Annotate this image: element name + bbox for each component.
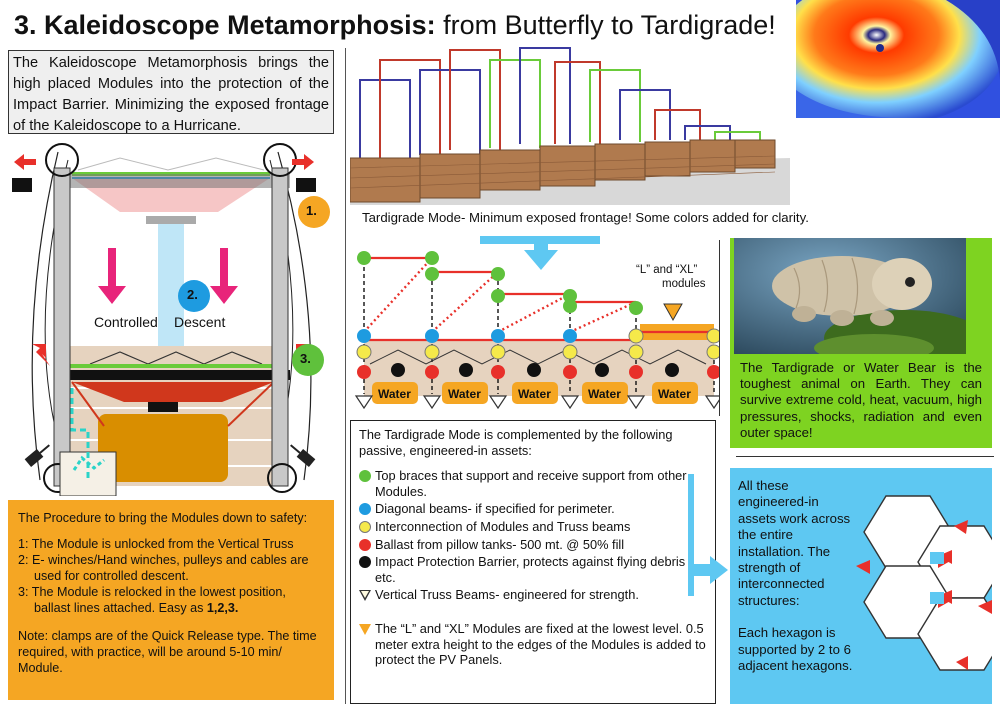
engineered-box: All these engineered-in assets work acro… xyxy=(730,468,992,704)
tardigrade-mode-caption: Tardigrade Mode- Minimum exposed frontag… xyxy=(362,210,809,225)
water-label-3: Water xyxy=(518,387,551,401)
orange-triangle-icon xyxy=(359,623,371,635)
descent-diagram: 1. 2. 3. Controlled Descent xyxy=(8,140,338,497)
hexagon-cluster xyxy=(856,495,992,671)
asset-diagonal-beams: Diagonal beams- if specified for perimet… xyxy=(359,501,707,517)
controlled-label: Controlled xyxy=(94,314,158,330)
page-title: 3. Kaleidoscope Metamorphosis: from Butt… xyxy=(14,10,776,40)
water-label-4: Water xyxy=(588,387,621,401)
descent-label: Descent xyxy=(174,314,226,330)
blue-right-arrow xyxy=(686,470,730,600)
procedure-step-3: 3: The Module is relocked in the lowest … xyxy=(18,585,286,615)
blue-dot-icon xyxy=(359,503,371,516)
thin-hline xyxy=(736,456,994,457)
truss-triangle-icon xyxy=(359,590,371,602)
green-dot-icon xyxy=(359,470,371,483)
tardigrade-photo xyxy=(730,238,992,354)
water-label-5: Water xyxy=(658,387,691,401)
red-dot-icon xyxy=(359,538,371,551)
engineered-text-1: All these engineered-in assets work acro… xyxy=(738,478,851,608)
procedure-note: Note: clamps are of the Quick Release ty… xyxy=(18,629,317,675)
l-xl-label-line1: “L” and “XL” xyxy=(636,264,698,276)
yellow-dot-icon xyxy=(359,520,371,533)
tardigrade-info: The Tardigrade or Water Bear is the toug… xyxy=(730,354,992,448)
water-label-2: Water xyxy=(448,387,481,401)
tardigrade-mode-render xyxy=(349,40,790,205)
asset-top-braces: Top braces that support and receive supp… xyxy=(359,468,707,499)
assets-intro: The Tardigrade Mode is complemented by t… xyxy=(359,427,673,458)
hurricane-image xyxy=(796,0,1000,118)
step-1-label: 1. xyxy=(306,203,317,218)
procedure-intro: The Procedure to bring the Modules down … xyxy=(18,511,308,525)
asset-interconnection: Interconnection of Modules and Truss bea… xyxy=(359,519,707,535)
engineered-text: All these engineered-in assets work acro… xyxy=(738,478,856,674)
blue-down-arrow xyxy=(480,232,600,272)
l-xl-label-line2: modules xyxy=(662,278,706,290)
asset-truss-beams: Vertical Truss Beams- engineered for str… xyxy=(359,587,707,603)
water-label-1: Water xyxy=(378,387,411,401)
vertical-divider xyxy=(345,48,346,704)
step-3-label: 3. xyxy=(300,351,311,366)
assets-box: The Tardigrade Mode is complemented by t… xyxy=(350,420,716,704)
step-2-label: 2. xyxy=(187,287,198,302)
thin-divider xyxy=(719,240,720,416)
asset-impact-barrier: Impact Protection Barrier, protects agai… xyxy=(359,554,695,585)
engineered-text-2: Each hexagon is supported by 2 to 6 adja… xyxy=(738,625,853,674)
intro-text: The Kaleidoscope Metamorphosis brings th… xyxy=(8,50,334,134)
module-side-diagram: Water Water Water Water Water “L” and “X… xyxy=(350,244,724,414)
black-dot-icon xyxy=(359,556,371,569)
procedure-step-1: 1: The Module is unlocked from the Verti… xyxy=(18,537,294,551)
procedure-box: The Procedure to bring the Modules down … xyxy=(8,500,334,700)
asset-l-xl-modules: The “L” and “XL” Modules are fixed at th… xyxy=(359,621,707,668)
procedure-step-2: 2: E- winches/Hand winches, pulleys and … xyxy=(18,553,309,583)
asset-ballast: Ballast from pillow tanks- 500 mt. @ 50%… xyxy=(359,537,707,553)
